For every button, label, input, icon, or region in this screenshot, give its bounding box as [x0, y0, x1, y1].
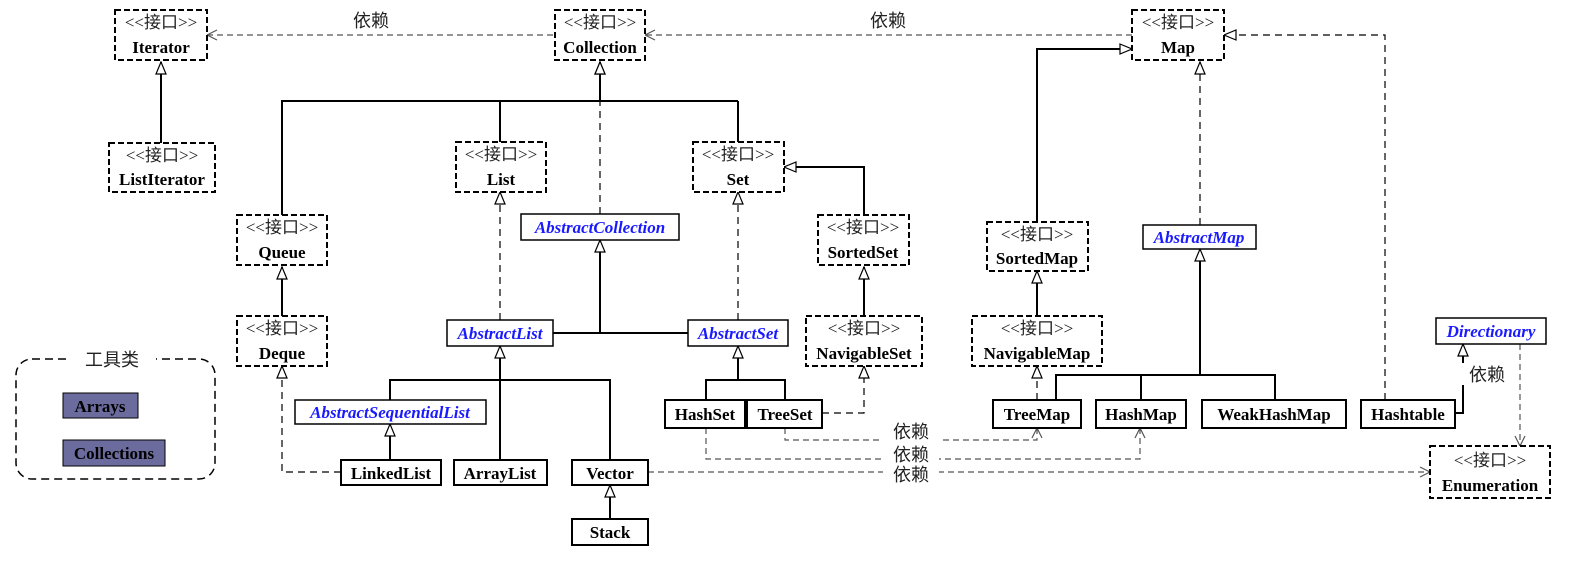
- node-label: Collections: [74, 444, 155, 463]
- abstract-class-abstractset[interactable]: AbstractSet: [687, 319, 789, 347]
- dep-label-hashset-hashmap: 依赖: [893, 445, 929, 465]
- class-treemap[interactable]: TreeMap: [992, 399, 1082, 429]
- ext-sortedset-set: [784, 167, 865, 215]
- stereotype-label: <<接口>>: [126, 146, 198, 165]
- interface-list[interactable]: <<接口>> List: [455, 141, 547, 193]
- node-label: NavigableSet: [816, 344, 912, 363]
- node-label: SortedMap: [996, 249, 1078, 268]
- node-label: SortedSet: [828, 243, 899, 262]
- stereotype-label: <<接口>>: [1001, 225, 1073, 244]
- impl-hashtable-map: [1224, 35, 1386, 400]
- interface-iterator[interactable]: <<接口>> Iterator: [114, 9, 208, 61]
- node-label: Map: [1161, 38, 1195, 57]
- node-label: Queue: [258, 243, 306, 262]
- ext-sortedmap-map: [1036, 49, 1132, 222]
- stereotype-label: <<接口>>: [1142, 13, 1214, 32]
- abstract-class-abstractcollection[interactable]: AbstractCollection: [520, 213, 680, 241]
- class-weakhashmap[interactable]: WeakHashMap: [1201, 399, 1347, 429]
- node-label: Collection: [563, 38, 637, 57]
- node-label: List: [487, 170, 516, 189]
- node-label: AbstractCollection: [534, 218, 665, 237]
- stereotype-label: <<接口>>: [702, 145, 774, 164]
- interface-set[interactable]: <<接口>> Set: [692, 141, 785, 193]
- class-arraylist[interactable]: ArrayList: [453, 459, 548, 486]
- class-hashset[interactable]: HashSet: [664, 399, 746, 429]
- node-label: TreeSet: [757, 405, 812, 424]
- interface-map[interactable]: <<接口>> Map: [1131, 9, 1225, 61]
- interface-enumeration[interactable]: <<接口>> Enumeration: [1429, 445, 1551, 499]
- impl-treeset-navigableset: [822, 366, 864, 414]
- stereotype-label: <<接口>>: [1001, 319, 1073, 338]
- node-label: LinkedList: [351, 464, 432, 483]
- connectors: [161, 35, 1520, 519]
- node-label: Arrays: [75, 397, 126, 416]
- node-label: WeakHashMap: [1217, 405, 1330, 424]
- interface-sortedset[interactable]: <<接口>> SortedSet: [817, 214, 910, 266]
- dep-label-dictionary-enumeration: 依赖: [1469, 365, 1505, 385]
- ext-abstractmap-children: [1055, 374, 1276, 400]
- class-stack[interactable]: Stack: [571, 518, 649, 546]
- dep-label-collection-iterator: 依赖: [353, 11, 389, 31]
- interface-navigableset[interactable]: <<接口>> NavigableSet: [805, 315, 923, 367]
- dep-label-map-collection: 依赖: [870, 11, 906, 31]
- stereotype-label: <<接口>>: [246, 319, 318, 338]
- class-hashtable[interactable]: Hashtable: [1360, 399, 1456, 429]
- stereotype-label: <<接口>>: [828, 319, 900, 338]
- dep-treeset-treemap: [784, 428, 1037, 441]
- node-label: ArrayList: [464, 464, 537, 483]
- dependency-labels: 依赖 依赖 依赖 依赖 依赖 依赖: [343, 9, 1516, 487]
- stereotype-label: <<接口>>: [125, 13, 197, 32]
- utility-item-arrays[interactable]: Arrays: [62, 392, 139, 419]
- stereotype-label: <<接口>>: [827, 218, 899, 237]
- node-label: ListIterator: [119, 170, 205, 189]
- interface-collection[interactable]: <<接口>> Collection: [554, 9, 646, 61]
- node-label: AbstractList: [456, 324, 543, 343]
- node-label: Set: [727, 170, 750, 189]
- node-label: HashSet: [675, 405, 736, 424]
- interface-listiterator[interactable]: <<接口>> ListIterator: [108, 142, 216, 193]
- node-label: NavigableMap: [984, 344, 1091, 363]
- abstract-class-abstractsequentiallist[interactable]: AbstractSequentialList: [294, 399, 487, 425]
- node-label: Directionary: [1446, 322, 1536, 341]
- node-label: Deque: [259, 344, 306, 363]
- ext-abstractset-children: [705, 379, 786, 400]
- dep-hashset-hashmap: [705, 428, 1140, 460]
- class-hashmap[interactable]: HashMap: [1095, 399, 1187, 429]
- interface-sortedmap[interactable]: <<接口>> SortedMap: [986, 221, 1089, 272]
- node-label: Stack: [590, 523, 631, 542]
- stereotype-label: <<接口>>: [1454, 451, 1526, 470]
- node-label: AbstractSet: [697, 324, 780, 343]
- abstract-class-abstractlist[interactable]: AbstractList: [446, 319, 554, 347]
- utility-group: 工具类 Arrays Collections: [15, 347, 216, 480]
- node-label: AbstractSequentialList: [309, 403, 471, 422]
- ext-collection-children: [281, 100, 738, 215]
- interface-deque[interactable]: <<接口>> Deque: [236, 315, 328, 367]
- node-label: HashMap: [1105, 405, 1177, 424]
- class-vector[interactable]: Vector: [571, 459, 649, 486]
- abstract-class-abstractmap[interactable]: AbstractMap: [1142, 224, 1257, 250]
- interface-navigablemap[interactable]: <<接口>> NavigableMap: [971, 315, 1103, 367]
- node-label: Enumeration: [1442, 476, 1539, 495]
- utility-group-title: 工具类: [85, 350, 139, 370]
- interface-queue[interactable]: <<接口>> Queue: [236, 214, 328, 266]
- node-label: Hashtable: [1371, 405, 1445, 424]
- stereotype-label: <<接口>>: [465, 145, 537, 164]
- class-linkedlist[interactable]: LinkedList: [340, 459, 442, 486]
- class-treeset[interactable]: TreeSet: [746, 399, 823, 429]
- stereotype-label: <<接口>>: [564, 13, 636, 32]
- node-label: AbstractMap: [1153, 228, 1245, 247]
- node-label: Iterator: [132, 38, 190, 57]
- dep-label-vector-enumeration: 依赖: [893, 465, 929, 485]
- stereotype-label: <<接口>>: [246, 218, 318, 237]
- abstract-class-dictionary[interactable]: Directionary: [1435, 317, 1547, 345]
- utility-item-collections[interactable]: Collections: [62, 439, 166, 467]
- node-label: TreeMap: [1004, 405, 1070, 424]
- node-label: Vector: [586, 464, 634, 483]
- dep-label-treeset-treemap: 依赖: [893, 422, 929, 442]
